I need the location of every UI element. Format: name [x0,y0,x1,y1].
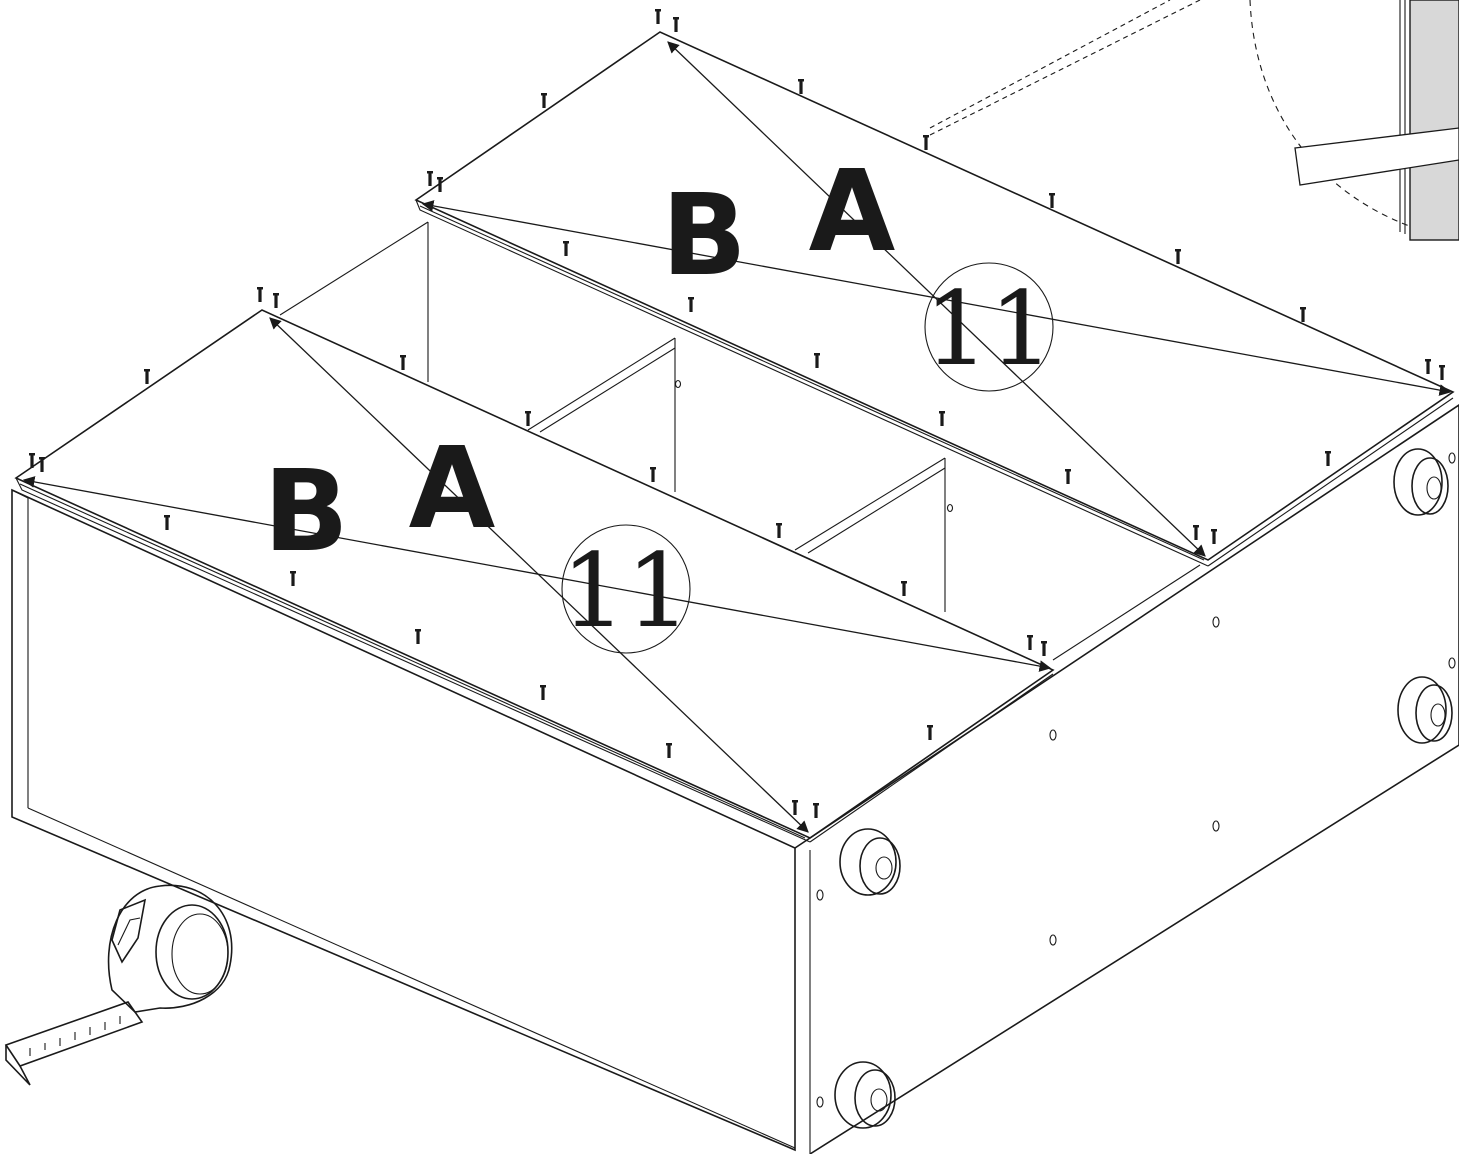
cabinet-box [11,221,1459,1154]
back-label-a: A [809,147,896,277]
caster-icon [834,448,1453,1129]
back-label-b: B [661,171,746,301]
tape-measure-icon [4,884,233,1086]
back-step-marker: 11 [924,262,1054,392]
front-diagonal-b [22,476,1052,672]
front-step-number: 11 [561,532,691,651]
back-step-number: 11 [924,270,1054,389]
front-label-b: B [263,447,348,577]
front-step-marker: 11 [561,524,691,654]
front-label-a: A [409,424,496,554]
back-diagonal-b [421,200,1452,396]
detail-callout [929,0,1459,241]
front-top-panel [14,309,1055,843]
nail-icon [29,9,1445,818]
